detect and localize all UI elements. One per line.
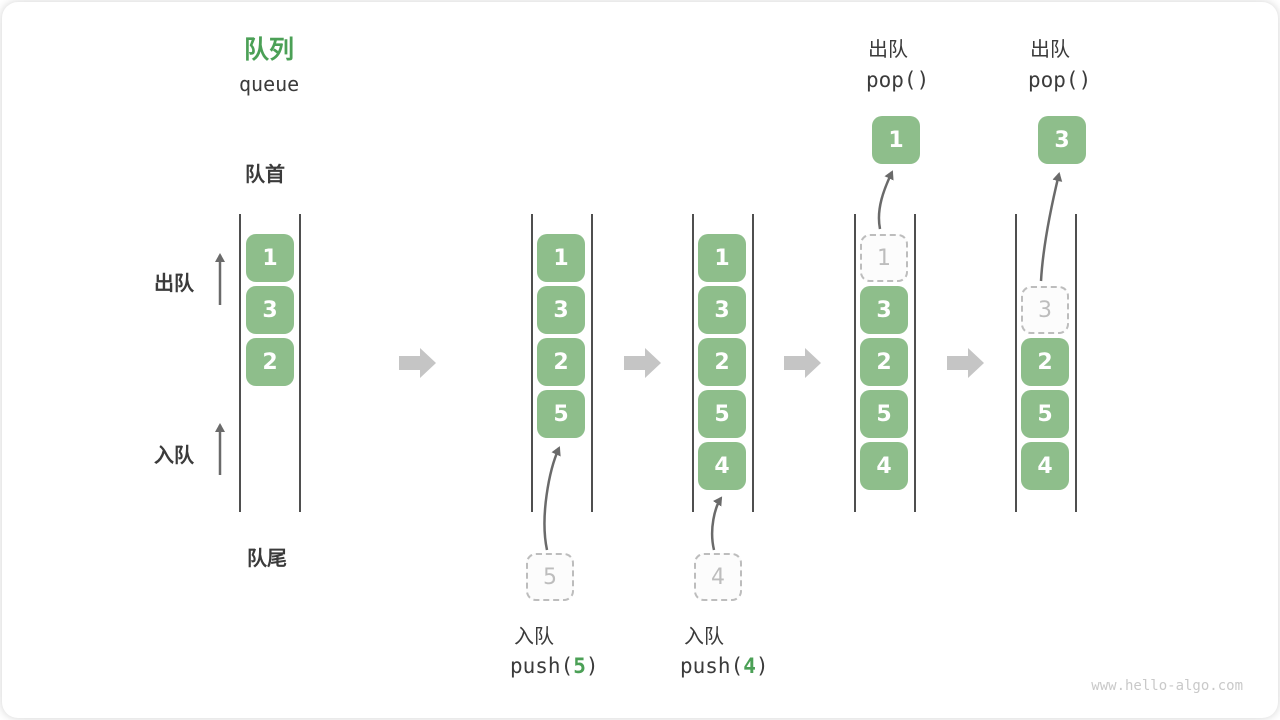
push5-op-code: push(5) [510, 654, 599, 678]
popped-element: 3 [1038, 116, 1086, 164]
queue-element: 2 [537, 338, 585, 386]
watermark: www.hello-algo.com [1091, 678, 1243, 694]
queue-element: 3 [698, 286, 746, 334]
code-arg: 5 [573, 654, 586, 678]
code-arg: 4 [743, 654, 756, 678]
push4-op-code: push(4) [680, 654, 769, 678]
queue-element: 4 [698, 442, 746, 490]
dequeue-side-label: 出队 [154, 271, 194, 295]
queue-element: 2 [1021, 338, 1069, 386]
queue-wall [299, 214, 301, 512]
next-step-arrow-icon [624, 348, 661, 378]
queue-wall [914, 214, 916, 512]
queue-wall [1015, 214, 1017, 512]
queue-element-dashed: 1 [860, 234, 908, 282]
staged-element: 5 [526, 553, 574, 601]
next-step-arrow-icon [947, 348, 984, 378]
code-text: ) [755, 654, 769, 678]
push4-op-label: 入队 [684, 624, 724, 648]
queue-element: 5 [537, 390, 585, 438]
next-step-arrow-icon [399, 348, 436, 378]
code-text: push( [510, 654, 574, 678]
pop3-op-label: 出队 [1030, 37, 1070, 61]
staged-element: 4 [694, 553, 742, 601]
popped-element: 1 [872, 116, 920, 164]
queue-front-label: 队首 [245, 162, 285, 186]
queue-wall [591, 214, 593, 512]
dequeue-path-arrow-icon [1039, 172, 1063, 282]
enqueue-path-arrow-icon [543, 446, 561, 551]
pop1-op-label: 出队 [868, 37, 908, 61]
queue-element: 2 [860, 338, 908, 386]
code-text: push( [680, 654, 744, 678]
enqueue-path-arrow-icon [710, 496, 723, 551]
next-step-arrow-icon [784, 348, 821, 378]
diagram-title-zh: 队列 [244, 35, 295, 64]
dequeue-path-arrow-icon [877, 170, 894, 230]
push5-op-label: 入队 [514, 624, 554, 648]
queue-wall [1075, 214, 1077, 512]
pop3-op-code: pop() [1028, 68, 1092, 92]
diagram-title-en: queue [239, 72, 300, 96]
queue-element: 2 [698, 338, 746, 386]
queue-element: 3 [537, 286, 585, 334]
queue-wall [752, 214, 754, 512]
pop1-op-code: pop() [866, 68, 930, 92]
queue-element: 5 [1021, 390, 1069, 438]
queue-element: 5 [860, 390, 908, 438]
enqueue-side-label: 入队 [154, 443, 194, 467]
queue-element: 3 [246, 286, 294, 334]
queue-wall [239, 214, 241, 512]
queue-element-dashed: 3 [1021, 286, 1069, 334]
queue-element: 5 [698, 390, 746, 438]
queue-element: 3 [860, 286, 908, 334]
queue-element: 1 [698, 234, 746, 282]
queue-rear-label: 队尾 [247, 546, 287, 570]
queue-element: 4 [1021, 442, 1069, 490]
queue-wall [692, 214, 694, 512]
queue-element: 2 [246, 338, 294, 386]
queue-wall [531, 214, 533, 512]
queue-element: 4 [860, 442, 908, 490]
queue-element: 1 [537, 234, 585, 282]
queue-element: 1 [246, 234, 294, 282]
code-text: ) [585, 654, 599, 678]
queue-wall [854, 214, 856, 512]
